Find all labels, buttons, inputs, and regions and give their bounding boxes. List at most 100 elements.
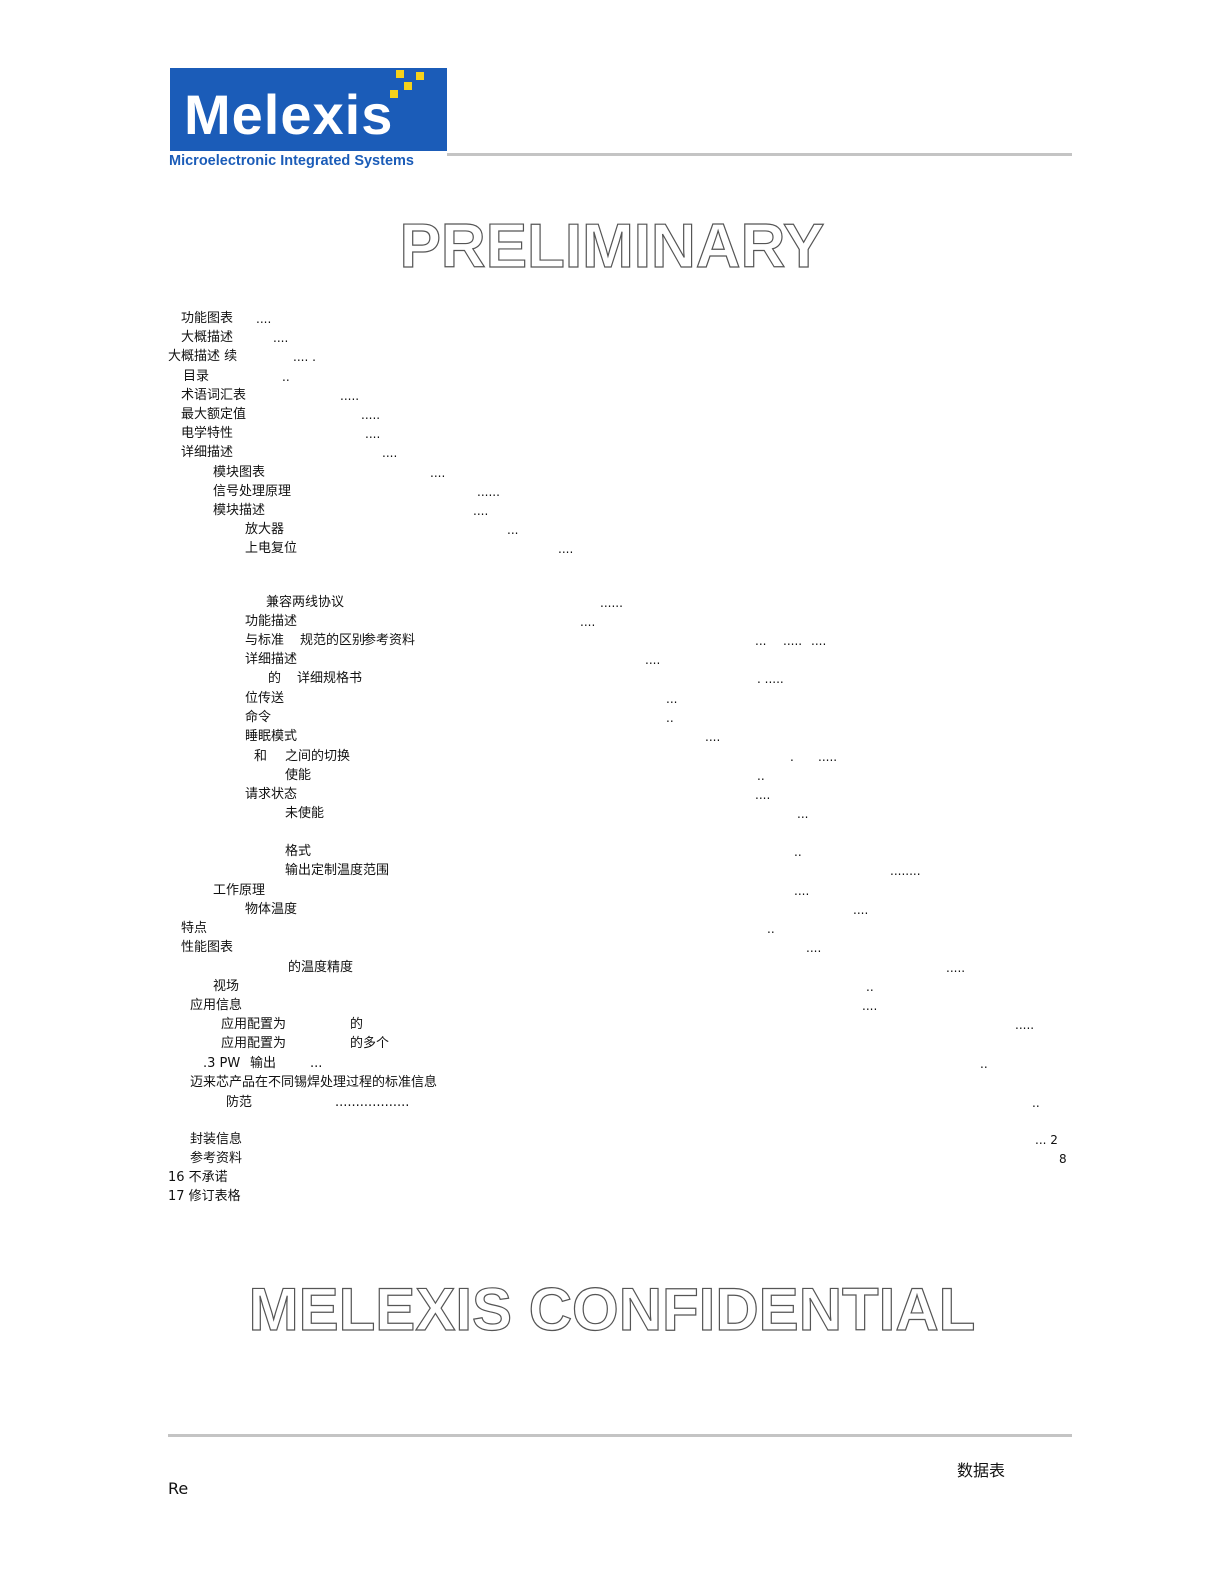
toc-entry-text[interactable]: 放大器 [245, 522, 285, 537]
toc-entry-text[interactable]: 的多个 [350, 1036, 390, 1051]
toc-leader-dots: .. [866, 980, 874, 994]
toc-entry-text[interactable]: 请求状态 [245, 787, 298, 802]
toc-leader-dots: .... [806, 941, 822, 955]
toc-entry-text[interactable]: 16 不承诺 [168, 1170, 228, 1185]
toc-leader-dots: ... 2 [1035, 1133, 1058, 1147]
toc-leader-dots: .. [1032, 1096, 1040, 1110]
toc-entry-text[interactable]: 功能图表 [181, 311, 234, 326]
toc-entry-text[interactable]: 大概描述 [181, 330, 234, 345]
toc-entry-text[interactable]: 最大额定值 [181, 407, 247, 422]
watermark-top: PRELIMINARY [399, 211, 825, 281]
toc-entry-text[interactable]: ... [310, 1056, 323, 1071]
toc-entry-text[interactable]: 防范 [226, 1095, 253, 1110]
toc-entry-text[interactable]: .................. [335, 1095, 410, 1110]
toc-entry-text[interactable]: 之间的切换 [285, 749, 351, 764]
toc-leader-dots: ........ [890, 864, 921, 878]
toc-leader-dots: . ..... [757, 672, 784, 686]
toc-leader-dots: 8 [1059, 1152, 1067, 1166]
toc-entry-text[interactable]: 兼容两线协议 [266, 595, 345, 610]
toc-entry-text[interactable]: 物体温度 [245, 902, 298, 917]
toc-leader-dots: .... [862, 999, 878, 1013]
toc-entry-text[interactable]: 详细规格书 [297, 671, 363, 686]
melexis-logo: Melexis [170, 68, 447, 151]
toc-entry-text[interactable]: 17 修订表格 [168, 1189, 241, 1204]
toc-leader-dots: ... [755, 634, 767, 648]
toc-leader-dots: .. [767, 922, 775, 936]
toc-leader-dots: ...... [600, 596, 623, 610]
logo-dot [390, 90, 398, 98]
toc-entry-text[interactable]: 的 [268, 671, 282, 686]
toc-leader-dots: .... [794, 884, 810, 898]
toc-entry-text[interactable]: 规范的区别 [300, 633, 366, 648]
toc-entry-text[interactable]: 模块图表 [213, 465, 266, 480]
toc-entry-text[interactable]: 和 [254, 749, 268, 764]
toc-entry-text[interactable]: 应用配置为 [221, 1036, 287, 1051]
toc-entry-text[interactable]: .3 PW [203, 1056, 241, 1071]
toc-leader-dots: .... [853, 903, 869, 917]
toc-leader-dots: ...... [477, 485, 500, 499]
toc-leader-dots: .... [580, 615, 596, 629]
toc-leader-dots: ..... [361, 408, 381, 422]
toc-leader-dots: ... [507, 523, 519, 537]
toc-entry-text[interactable]: 位传送 [245, 691, 285, 706]
toc-entry-text[interactable]: 信号处理原理 [213, 484, 292, 499]
toc-leader-dots: ..... [340, 389, 360, 403]
toc-leader-dots: .... [755, 788, 771, 802]
toc-leader-dots: ... [666, 692, 678, 706]
toc-leader-dots: .. [282, 370, 290, 384]
toc-leader-dots: .. [794, 845, 802, 859]
toc-entry-text[interactable]: 模块描述 [213, 503, 266, 518]
toc-leader-dots: .... [273, 331, 289, 345]
footer-doc-type: 数据表 [957, 1461, 1006, 1480]
toc-leader-dots: ..... [1015, 1018, 1035, 1032]
logo-tagline: Microelectronic Integrated Systems [169, 153, 414, 169]
toc-entry-text[interactable]: 睡眠模式 [245, 729, 298, 744]
logo-wordmark: Melexis [184, 83, 394, 146]
footer-revision: Re [168, 1479, 189, 1498]
toc-leader-dots: .. [757, 769, 765, 783]
toc-entry-text[interactable]: 大概描述 续 [168, 349, 238, 364]
toc-leader-dots: .... [382, 446, 398, 460]
watermark-confidential: MELEXIS CONFIDENTIAL [249, 1276, 976, 1343]
toc-leader-dots: ..... [946, 961, 966, 975]
toc-entry-text[interactable]: 迈来芯产品在不同锡焊处理过程的标准信息 [190, 1075, 438, 1090]
toc-leader-dots: ..... [783, 634, 803, 648]
toc-entry-text[interactable]: 性能图表 [181, 940, 234, 955]
toc-leader-dots: ... [797, 807, 809, 821]
toc-entry-text[interactable]: 工作原理 [213, 883, 266, 898]
toc-leader-dots: .... [256, 312, 272, 326]
toc-leader-dots: .... [705, 730, 721, 744]
toc-entry-text[interactable]: 的 [350, 1017, 364, 1032]
toc-entry-text[interactable]: 详细描述 [181, 445, 234, 460]
toc-entry-text[interactable]: 电学特性 [181, 426, 234, 441]
logo-dot [396, 70, 404, 78]
toc-entry-text[interactable]: 未使能 [285, 806, 325, 821]
toc-entry-text[interactable]: 应用信息 [190, 998, 243, 1013]
toc-entry-text[interactable]: 术语词汇表 [181, 388, 247, 403]
toc-entry-text[interactable]: 参考资料 [190, 1151, 243, 1166]
toc-entry-text[interactable]: 上电复位 [245, 541, 298, 556]
toc-entry-text[interactable]: 应用配置为 [221, 1017, 287, 1032]
toc-leader-dots: .... [811, 634, 827, 648]
header-divider [447, 153, 1072, 156]
toc-entry-text[interactable]: 参考资料 [363, 633, 416, 648]
toc-entry-text[interactable]: 功能描述 [245, 614, 298, 629]
toc-leader-dots: .... [558, 542, 574, 556]
toc-entry-text[interactable]: 的温度精度 [288, 960, 354, 975]
toc-entry-text[interactable]: 封装信息 [190, 1132, 243, 1147]
toc-leader-dots: .... [365, 427, 381, 441]
toc-entry-text[interactable]: 格式 [285, 844, 312, 859]
toc-entry-text[interactable]: 特点 [181, 921, 208, 936]
toc-entry-text[interactable]: 输出定制温度范围 [285, 863, 390, 878]
toc-leader-dots: .... . [293, 350, 316, 364]
toc-leader-dots: .... [645, 653, 661, 667]
watermark-preliminary: PRELIMINARY [400, 212, 825, 281]
toc-entry-text[interactable]: 命令 [245, 710, 272, 725]
toc-leader-dots: .... [430, 466, 446, 480]
toc-entry-text[interactable]: 详细描述 [245, 652, 298, 667]
toc-entry-text[interactable]: 输出 [250, 1056, 277, 1071]
toc-entry-text[interactable]: 使能 [285, 768, 312, 783]
toc-entry-text[interactable]: 目录 [183, 369, 210, 384]
toc-entry-text[interactable]: 与标准 [245, 633, 285, 648]
toc-entry-text[interactable]: 视场 [213, 979, 240, 994]
